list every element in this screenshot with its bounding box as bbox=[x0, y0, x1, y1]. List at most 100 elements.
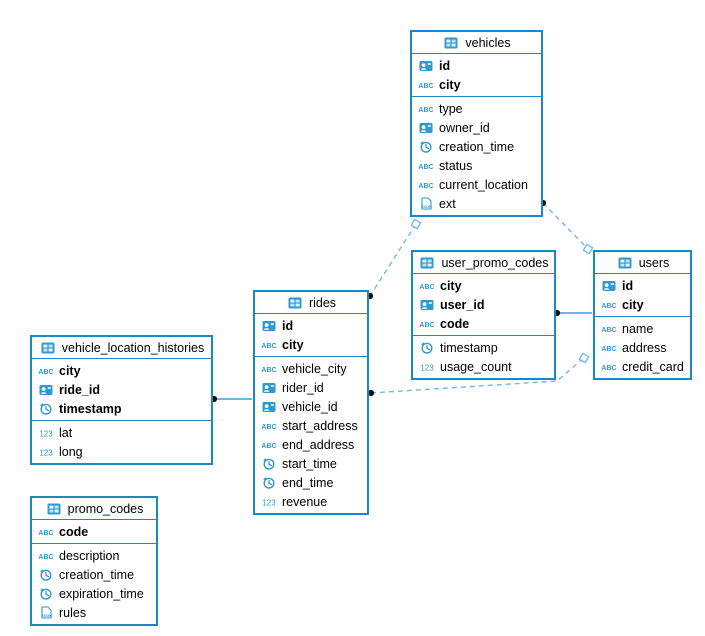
column-name: timestamp bbox=[59, 401, 122, 416]
column-city[interactable]: ABC city bbox=[413, 276, 554, 295]
table-header[interactable]: rides bbox=[255, 292, 367, 314]
svg-text:JSON: JSON bbox=[421, 204, 432, 209]
column-id[interactable]: id bbox=[255, 316, 367, 335]
table-header[interactable]: user_promo_codes bbox=[413, 252, 554, 274]
table-icon bbox=[442, 37, 460, 49]
column-name: id bbox=[439, 58, 451, 73]
column-creation_time[interactable]: creation_time bbox=[32, 565, 156, 584]
svg-text:ABC: ABC bbox=[38, 369, 53, 376]
column-status[interactable]: ABC status bbox=[412, 156, 541, 175]
column-name: expiration_time bbox=[59, 586, 144, 601]
table-icon bbox=[418, 257, 436, 269]
column-id[interactable]: id bbox=[595, 276, 690, 295]
table-title: vehicle_location_histories bbox=[61, 340, 205, 355]
uuid-icon bbox=[260, 320, 278, 332]
column-name: usage_count bbox=[440, 359, 512, 374]
column-rider_id[interactable]: rider_id bbox=[255, 378, 367, 397]
column-lat[interactable]: 123 lat bbox=[32, 423, 211, 442]
number-icon: 123 bbox=[260, 496, 278, 508]
varchar-icon: ABC bbox=[600, 361, 618, 373]
uuid-icon bbox=[600, 280, 618, 292]
varchar-icon: ABC bbox=[417, 179, 435, 191]
relation-vehicles-users[interactable] bbox=[542, 202, 589, 250]
column-id[interactable]: id bbox=[412, 56, 541, 75]
uuid-icon bbox=[37, 384, 55, 396]
column-name: status bbox=[439, 158, 473, 173]
column-ride_id[interactable]: ride_id bbox=[32, 380, 211, 399]
column-name: city bbox=[282, 337, 304, 352]
column-expiration_time[interactable]: expiration_time bbox=[32, 584, 156, 603]
varchar-icon: ABC bbox=[418, 318, 436, 330]
column-city[interactable]: ABC city bbox=[595, 295, 690, 314]
relation-rides-users[interactable] bbox=[370, 357, 585, 394]
column-name: owner_id bbox=[439, 120, 490, 135]
table-header[interactable]: vehicle_location_histories bbox=[32, 337, 211, 359]
column-start_time[interactable]: start_time bbox=[255, 454, 367, 473]
svg-text:ABC: ABC bbox=[419, 322, 434, 329]
column-usage_count[interactable]: 123 usage_count bbox=[413, 357, 554, 376]
table-header[interactable]: users bbox=[595, 252, 690, 274]
varchar-icon: ABC bbox=[260, 439, 278, 451]
column-owner_id[interactable]: owner_id bbox=[412, 118, 541, 137]
table-title: rides bbox=[308, 295, 337, 310]
svg-text:123: 123 bbox=[39, 429, 53, 438]
column-creation_time[interactable]: creation_time bbox=[412, 137, 541, 156]
column-name: ride_id bbox=[59, 382, 100, 397]
timestamp-icon bbox=[260, 457, 278, 470]
number-icon: 123 bbox=[37, 427, 55, 439]
column-name: creation_time bbox=[439, 139, 515, 154]
svg-text:ABC: ABC bbox=[601, 365, 616, 372]
column-end_time[interactable]: end_time bbox=[255, 473, 367, 492]
column-name: city bbox=[622, 297, 644, 312]
relation-vehicles-rides[interactable] bbox=[369, 223, 417, 297]
svg-text:ABC: ABC bbox=[38, 530, 53, 537]
varchar-icon: ABC bbox=[417, 160, 435, 172]
table-title: user_promo_codes bbox=[441, 255, 549, 270]
table-header[interactable]: promo_codes bbox=[32, 498, 156, 520]
uuid-icon bbox=[418, 299, 436, 311]
column-vehicle_id[interactable]: vehicle_id bbox=[255, 397, 367, 416]
svg-text:ABC: ABC bbox=[601, 303, 616, 310]
column-name: city bbox=[440, 278, 462, 293]
table-title: users bbox=[638, 255, 670, 270]
column-user_id[interactable]: user_id bbox=[413, 295, 554, 314]
svg-text:123: 123 bbox=[262, 498, 276, 507]
number-icon: 123 bbox=[418, 361, 436, 373]
table-header[interactable]: vehicles bbox=[412, 32, 541, 54]
timestamp-icon bbox=[418, 341, 436, 354]
column-timestamp[interactable]: timestamp bbox=[413, 338, 554, 357]
column-name: lat bbox=[59, 425, 73, 440]
column-timestamp[interactable]: timestamp bbox=[32, 399, 211, 418]
varchar-icon: ABC bbox=[418, 280, 436, 292]
column-name: long bbox=[59, 444, 83, 459]
